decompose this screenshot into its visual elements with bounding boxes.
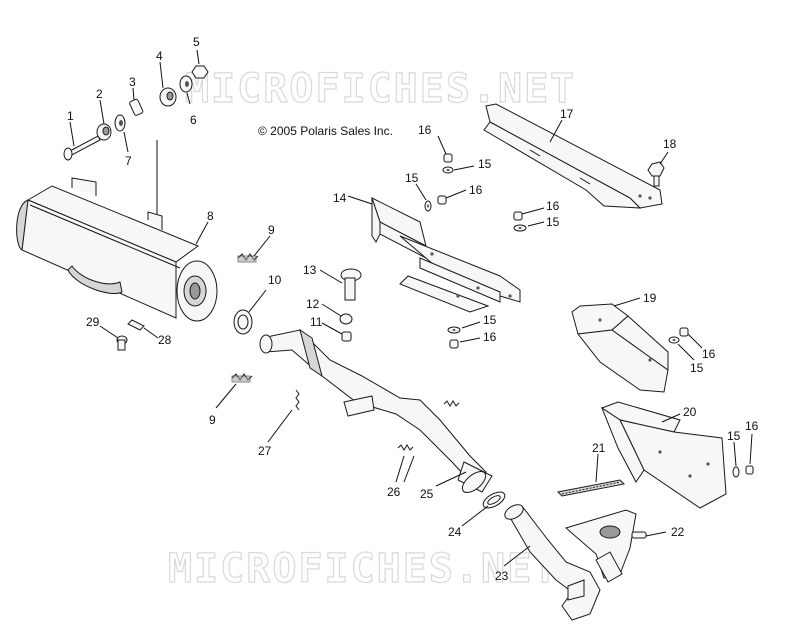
heat-shield-19 xyxy=(571,303,669,393)
callout-24: 24 xyxy=(448,525,462,539)
callout-26: 26 xyxy=(387,485,401,499)
callout-16-e: 16 xyxy=(702,347,716,361)
callout-29: 29 xyxy=(86,315,100,329)
callout-28: 28 xyxy=(158,333,172,347)
grommet-2 xyxy=(96,123,112,141)
callout-17: 17 xyxy=(560,107,574,121)
callout-12: 12 xyxy=(306,297,320,311)
copyright-text: © 2005 Polaris Sales Inc. xyxy=(258,124,393,138)
callout-15-f: 15 xyxy=(727,429,741,443)
callout-9-left: 9 xyxy=(209,413,216,427)
gasket-24 xyxy=(482,491,506,509)
spring-27 xyxy=(295,389,300,411)
clip-28 xyxy=(127,319,145,331)
bolt-16-a xyxy=(443,153,453,163)
fastener-29 xyxy=(116,335,128,351)
washer-15-f xyxy=(732,466,740,478)
washer-7 xyxy=(114,114,126,132)
callout-14: 14 xyxy=(333,191,347,205)
bracket-17 xyxy=(483,103,663,209)
callout-labels: 1 2 3 4 5 6 7 8 9 9 10 11 12 13 14 15 15… xyxy=(67,35,759,583)
clamp-11 xyxy=(341,331,352,342)
callout-11: 11 xyxy=(310,315,323,329)
nut-5 xyxy=(191,65,209,79)
callout-23: 23 xyxy=(495,569,509,583)
callout-3: 3 xyxy=(129,75,136,89)
callout-4: 4 xyxy=(156,49,163,63)
bolt-16-c xyxy=(513,211,523,221)
spring-9-top xyxy=(237,253,259,263)
washer-15-e xyxy=(668,336,680,344)
nut-12 xyxy=(339,313,353,325)
callout-16-c: 16 xyxy=(546,199,560,213)
bolt-1 xyxy=(63,135,101,161)
washer-6 xyxy=(179,75,193,93)
callout-1: 1 xyxy=(67,109,74,123)
callout-16-a: 16 xyxy=(418,123,432,137)
heat-shield-20 xyxy=(600,401,727,509)
bolt-18 xyxy=(647,161,665,187)
washer-15-d xyxy=(447,326,461,334)
bolt-16-d xyxy=(449,339,459,349)
spring-9-left xyxy=(231,373,253,383)
callout-18: 18 xyxy=(663,137,677,151)
bolt-16-f xyxy=(745,465,754,475)
callout-15-a: 15 xyxy=(478,157,492,171)
bolt-16-e xyxy=(679,327,689,337)
callout-15-e: 15 xyxy=(690,361,704,375)
callout-15-d: 15 xyxy=(483,313,497,327)
washer-15-a xyxy=(442,166,454,174)
callout-10: 10 xyxy=(268,273,282,287)
gasket-21 xyxy=(556,479,626,497)
callout-22: 22 xyxy=(671,525,685,539)
callout-16-b: 16 xyxy=(469,183,483,197)
plug-13 xyxy=(340,268,362,301)
grommet-4 xyxy=(159,87,177,107)
callout-2: 2 xyxy=(96,87,103,101)
washer-15-c xyxy=(513,224,527,232)
head-pipe-23 xyxy=(504,504,637,621)
callout-9-top: 9 xyxy=(268,223,275,237)
callout-20: 20 xyxy=(683,405,697,419)
callout-16-d: 16 xyxy=(483,330,497,344)
callout-8: 8 xyxy=(207,209,214,223)
springs-26 xyxy=(397,400,460,451)
callout-25: 25 xyxy=(420,487,434,501)
heat-shield-14 xyxy=(371,197,521,313)
callout-27: 27 xyxy=(258,444,272,458)
callout-6: 6 xyxy=(190,113,197,127)
spacer-3 xyxy=(129,98,144,116)
watermark-bottom: MICROFICHES.NET xyxy=(168,546,559,592)
stud-22 xyxy=(631,531,647,539)
callout-7: 7 xyxy=(125,154,132,168)
callout-15-b: 15 xyxy=(405,171,419,185)
watermark-top: MICROFICHES.NET xyxy=(185,66,576,112)
washer-15-b xyxy=(424,200,432,212)
muffler xyxy=(16,177,218,322)
callout-15-c: 15 xyxy=(546,215,560,229)
callout-21: 21 xyxy=(592,441,606,455)
exhaust-pipe-25 xyxy=(259,328,493,493)
callout-5: 5 xyxy=(193,35,200,49)
callout-19: 19 xyxy=(643,291,657,305)
callout-16-f: 16 xyxy=(745,419,759,433)
bolt-16-b xyxy=(437,195,447,205)
callout-13: 13 xyxy=(303,263,317,277)
gasket-10 xyxy=(233,309,253,335)
